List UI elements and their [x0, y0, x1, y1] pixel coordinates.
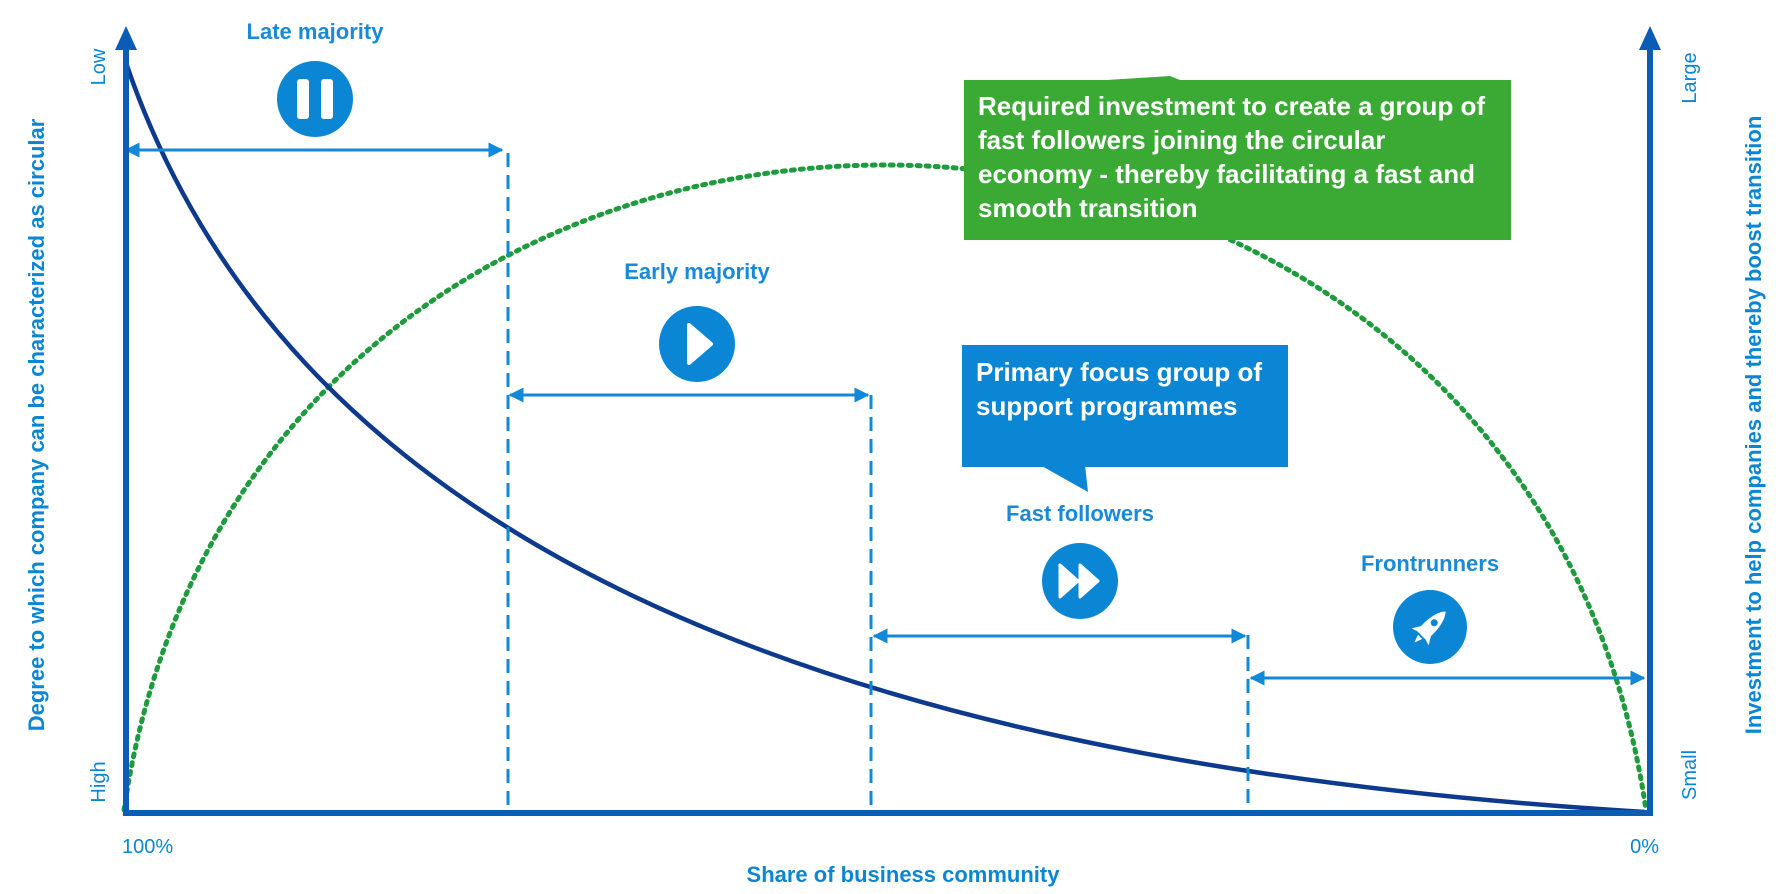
- left-axis-top-label: Low: [88, 48, 110, 85]
- play-icon: [659, 306, 735, 382]
- fast-forward-icon: [1042, 543, 1118, 619]
- right-axis-title: Investment to help companies and thereby…: [1741, 116, 1766, 735]
- rocket-icon: [1393, 590, 1467, 664]
- segment-label-late-majority: Late majority: [247, 19, 385, 44]
- focus-callout-tail: [1040, 465, 1088, 492]
- segment-label-fast-followers: Fast followers: [1006, 501, 1154, 526]
- x-axis-right-label: 0%: [1630, 836, 1659, 858]
- investment-callout: Required investment to create a group of…: [964, 80, 1511, 240]
- left-axis-arrowhead: [115, 26, 137, 50]
- right-axis-bottom-label: Small: [1679, 750, 1701, 800]
- x-axis-left-label: 100%: [122, 836, 173, 858]
- right-axis-arrowhead: [1639, 26, 1661, 50]
- left-axis-bottom-label: High: [88, 761, 110, 802]
- left-axis-title: Degree to which company can be character…: [24, 118, 49, 731]
- pause-icon: [277, 61, 353, 137]
- segment-label-early-majority: Early majority: [624, 259, 770, 284]
- right-axis-top-label: Large: [1679, 52, 1701, 103]
- x-axis-title: Share of business community: [747, 862, 1061, 887]
- segment-label-frontrunners: Frontrunners: [1361, 551, 1499, 576]
- circularity-curve: [122, 59, 1646, 815]
- investment-curve: [121, 162, 1649, 813]
- focus-group-callout: Primary focus group of support programme…: [962, 345, 1288, 467]
